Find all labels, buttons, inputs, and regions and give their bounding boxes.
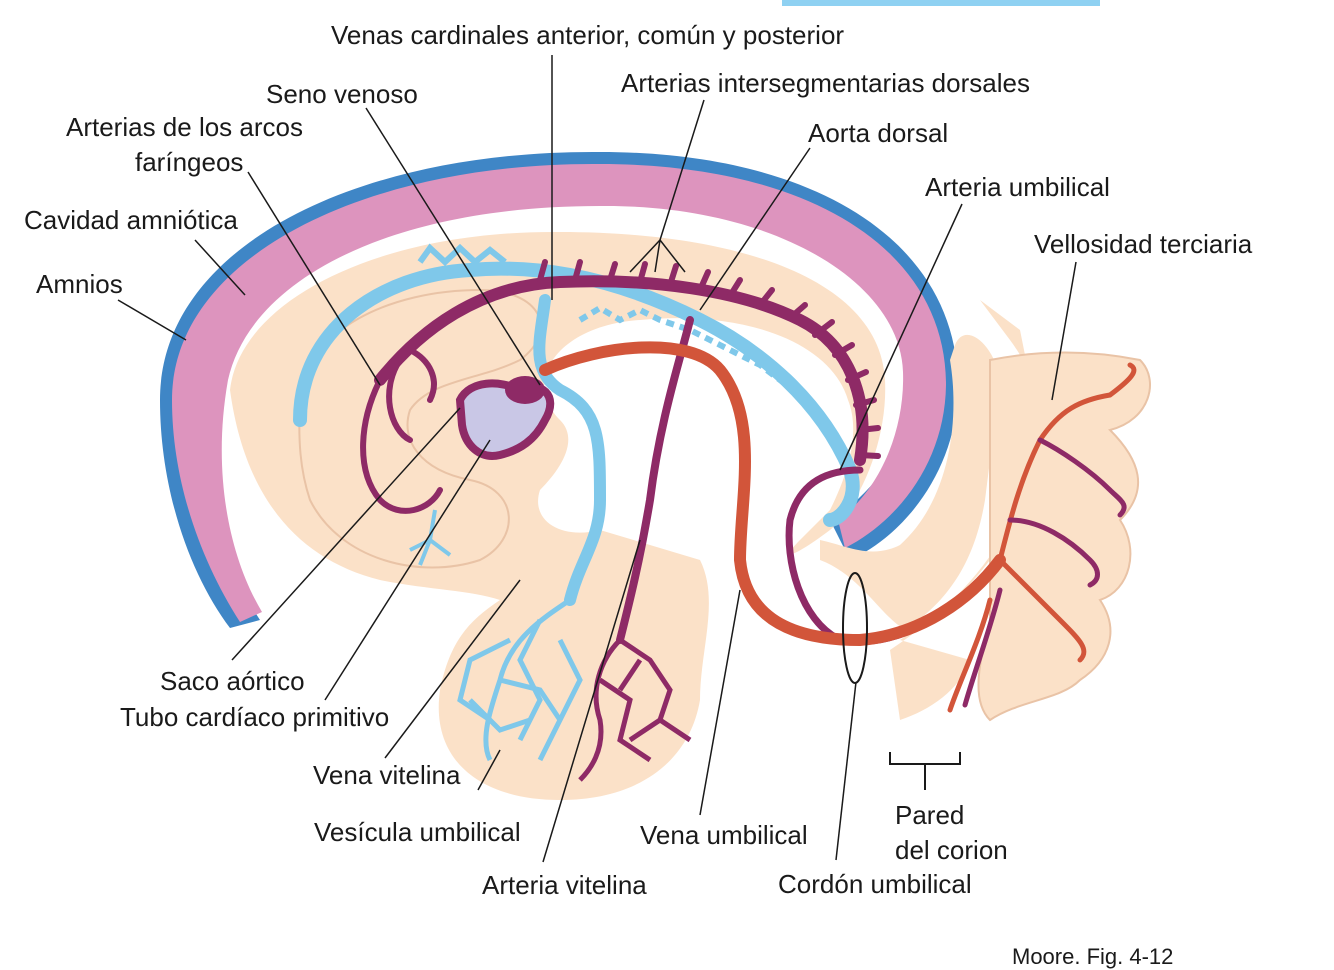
label-arterias-arcos-line1: Arterias de los arcos	[66, 112, 303, 142]
dorsal-aorta	[374, 275, 869, 466]
figure-credit: Moore. Fig. 4-12	[1012, 944, 1174, 969]
chorionic-wall	[890, 300, 1041, 720]
label-arterias-arcos-line2: faríngeos	[135, 147, 244, 177]
sinus-venosus	[505, 376, 545, 404]
label-arteria-vitelina: Arteria vitelina	[482, 870, 647, 900]
label-arterias-intersegmentarias: Arterias intersegmentarias dorsales	[621, 68, 1030, 98]
label-amnios: Amnios	[36, 269, 123, 299]
label-seno-venoso: Seno venoso	[266, 79, 418, 109]
label-saco-aortico: Saco aórtico	[160, 666, 305, 696]
vitelline-artery-network	[578, 637, 692, 782]
label-cordon-umbilical: Cordón umbilical	[778, 869, 972, 899]
label-aorta-dorsal: Aorta dorsal	[808, 118, 949, 148]
label-cavidad-amniotica: Cavidad amniótica	[24, 205, 238, 235]
chorion-bracket	[889, 752, 961, 790]
common-cardinal-vein	[533, 294, 607, 606]
label-venas-cardinales: Venas cardinales anterior, común y poste…	[331, 20, 845, 50]
label-vesicula-umbilical: Vesícula umbilical	[314, 817, 521, 847]
vitelline-artery	[616, 316, 694, 644]
posterior-cardinal-comb	[578, 304, 833, 432]
label-tubo-cardiaco: Tubo cardíaco primitivo	[120, 702, 390, 732]
umbilical-cord	[820, 334, 1000, 630]
leader-lines	[117, 55, 1077, 863]
umbilical-vein	[539, 341, 1006, 647]
label-pared-line2: del corion	[895, 835, 1008, 865]
label-arteria-umbilical: Arteria umbilical	[925, 172, 1110, 202]
intersegmental-arteries	[537, 259, 881, 459]
label-vena-vitelina: Vena vitelina	[313, 760, 461, 790]
vitelline-vein-network	[457, 597, 583, 762]
pharyngeal-arch-arteries	[360, 347, 443, 514]
anterior-cardinal-comb	[417, 243, 507, 267]
villus-vessels	[947, 362, 1137, 713]
label-vellosidad-terciaria: Vellosidad terciaria	[1034, 229, 1253, 259]
lower-vein-branches	[409, 509, 452, 566]
label-pared-line1: Pared	[895, 800, 965, 830]
top-accent-bar	[782, 0, 1100, 6]
umbilical-cord-ring	[842, 572, 868, 684]
label-vena-umbilical: Vena umbilical	[640, 820, 808, 850]
